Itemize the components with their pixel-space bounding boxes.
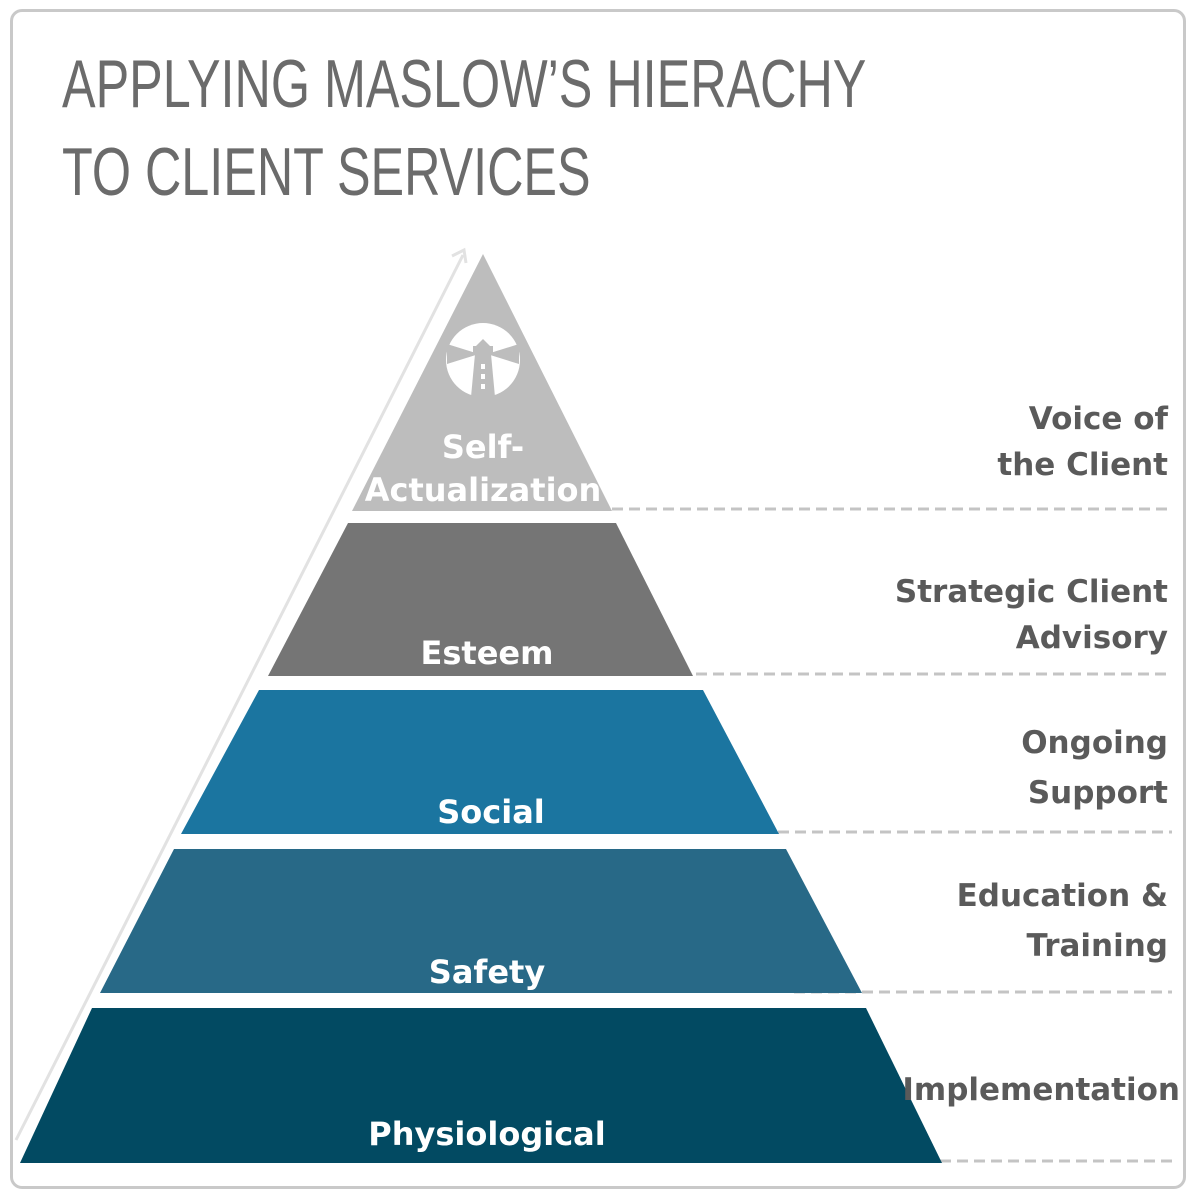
title-line-1: APPLYING MASLOW’S HIERACHY <box>62 46 867 122</box>
tier-safety <box>100 849 862 993</box>
tier-label-social: Social <box>437 793 545 831</box>
service-ongoing-support: Ongoing Support <box>1021 725 1168 811</box>
service-implementation: Implementation <box>902 1072 1180 1108</box>
title-line-2: TO CLIENT SERVICES <box>62 134 591 210</box>
ascend-arrow <box>14 247 468 1141</box>
tier-label-physiological: Physiological <box>368 1115 605 1153</box>
tier-social <box>181 690 779 834</box>
tier-label-self-1: Self- <box>442 428 524 466</box>
lighthouse-icon <box>446 323 520 397</box>
tier-label-self-2: Actualization <box>365 471 602 509</box>
tier-esteem <box>268 523 693 676</box>
page-title: APPLYING MASLOW’S HIERACHY TO CLIENT SER… <box>62 40 866 216</box>
service-voice-of-client: Voice of the Client <box>997 401 1168 483</box>
service-education-training: Education & Training <box>956 878 1168 964</box>
tier-label-safety: Safety <box>429 953 546 991</box>
service-strategic-advisory: Strategic Client Advisory <box>894 574 1168 656</box>
tier-physiological <box>20 1008 942 1163</box>
guide-lines <box>612 507 1172 1163</box>
tier-label-esteem: Esteem <box>421 634 554 672</box>
